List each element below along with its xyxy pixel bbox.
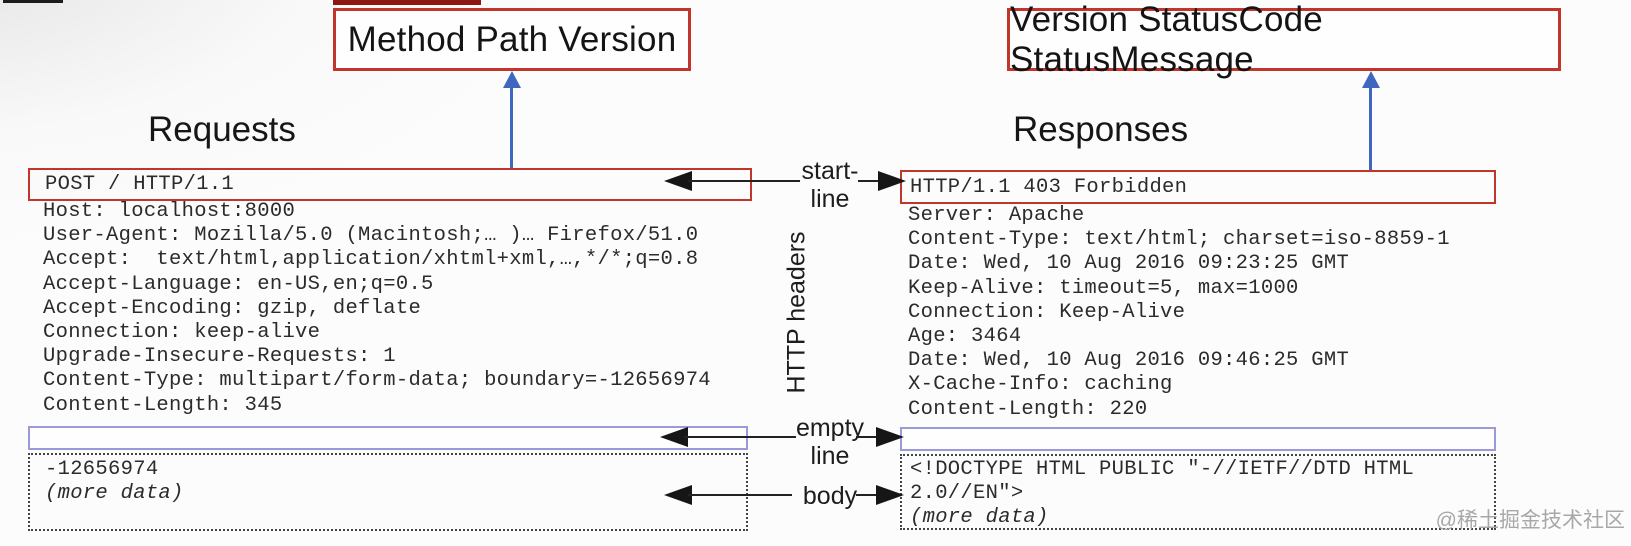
header-line: Upgrade-Insecure-Requests: 1 [43,345,396,369]
body-label: body [802,482,858,510]
black-arrowhead-left-icon [664,171,692,191]
black-arrowhead-right-icon [876,427,904,447]
header-line: Accept: text/html,application/xhtml+xml,… [43,248,699,272]
header-line: Server: Apache [908,204,1085,227]
response-body-doctype-2: 2.0//EN"> [910,482,1024,506]
response-body-more-data: (more data) [910,506,1049,530]
header-line: Keep-Alive: timeout=5, max=1000 [908,276,1299,300]
top-edge-artifact [3,0,63,3]
black-arrow-line [688,494,792,496]
http-headers-label-wrap: HTTP headers [715,231,875,393]
black-arrow-line [684,436,796,438]
black-arrow-line [688,180,800,182]
black-arrow-line [856,494,884,496]
header-line: X-Cache-Info: caching [908,373,1173,397]
header-line: User-Agent: Mozilla/5.0 (Macintosh;… )… … [43,224,699,248]
blue-arrow-line [1369,86,1372,172]
start-line-label: start- line [780,157,880,213]
black-arrow-line [858,180,886,182]
response-start-line-box: HTTP/1.1 403 Forbidden [900,170,1496,204]
response-body-box: <!DOCTYPE HTML PUBLIC "-//IETF//DTD HTML… [900,454,1496,530]
start-line-label-1: start- [801,157,859,185]
black-arrowhead-left-icon [664,485,692,505]
request-start-line: POST / HTTP/1.1 [45,173,235,196]
requests-heading: Requests [148,110,296,149]
response-start-line: HTTP/1.1 403 Forbidden [910,175,1188,199]
black-arrow-line [856,436,884,438]
blue-arrowhead-up-icon [1362,71,1380,88]
blue-arrowhead-up-icon [503,71,521,88]
header-line: Connection: keep-alive [43,321,321,345]
header-line: Date: Wed, 10 Aug 2016 09:23:25 GMT [908,252,1350,276]
header-line: Accept-Encoding: gzip, deflate [43,296,422,320]
black-arrowhead-right-icon [878,171,906,191]
header-line: Date: Wed, 10 Aug 2016 09:46:25 GMT [908,349,1350,373]
header-line: Content-Length: 345 [43,393,283,417]
responses-heading: Responses [1013,110,1189,149]
request-annotation-label: Method Path Version [347,19,677,59]
blue-arrow-line [510,86,513,168]
black-arrowhead-left-icon [660,427,688,447]
black-arrowhead-right-icon [876,485,904,505]
empty-line-label-2: line [810,442,850,470]
request-startline-annotation-box: Method Path Version [333,8,691,71]
header-line: Content-Length: 220 [908,397,1148,421]
response-startline-annotation-box: Version StatusCode StatusMessage [1007,0,1561,79]
request-body-box: -12656974 (more data) [28,453,748,531]
header-line: Content-Type: text/html; charset=iso-885… [908,228,1450,252]
start-line-label-2: line [810,185,850,213]
header-line: Host: localhost:8000 [43,200,296,223]
cropped-red-box-artifact [333,0,481,5]
header-line: Age: 3464 [908,325,1022,349]
header-line: Connection: Keep-Alive [908,300,1186,324]
response-body-doctype-1: <!DOCTYPE HTML PUBLIC "-//IETF//DTD HTML [910,458,1415,481]
empty-line-label: empty line [780,414,880,470]
request-empty-line-box [28,426,748,450]
request-start-line-box: POST / HTTP/1.1 [28,168,752,201]
http-headers-label: HTTP headers [782,231,811,394]
request-body-more-data: (more data) [45,482,184,506]
header-line: Content-Type: multipart/form-data; bound… [43,369,711,393]
response-empty-line-box [900,427,1496,451]
request-body-boundary: -12656974 [45,458,159,481]
header-line: Accept-Language: en-US,en;q=0.5 [43,272,434,296]
watermark: @稀土掘金技术社区 [1435,509,1625,532]
response-annotation-label: Version StatusCode StatusMessage [1010,0,1323,79]
empty-line-label-1: empty [795,414,865,442]
